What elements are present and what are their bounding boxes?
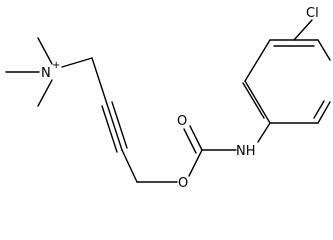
ring-bond-2 bbox=[244, 39, 271, 82]
ring-bond-5-inner bbox=[313, 100, 325, 119]
bond-n-methyl-upper bbox=[37, 37, 53, 65]
carbonyl-oxygen-label: O bbox=[177, 114, 187, 129]
chlorine-label: Cl bbox=[306, 6, 319, 21]
bond-ester-o-carbonyl bbox=[188, 149, 203, 177]
bond-ring-cl bbox=[293, 19, 313, 41]
bond-alkyne-triple-3 bbox=[111, 101, 128, 149]
bond-alkyne-triple-1 bbox=[106, 103, 123, 151]
amide-nh-label: NH bbox=[236, 144, 256, 159]
bond-carbonyl-double-2 bbox=[183, 128, 197, 154]
bond-carbonyl-double-1 bbox=[189, 125, 203, 151]
bond-nh-ring bbox=[257, 122, 271, 143]
ring-bond-5 bbox=[317, 101, 331, 124]
ring-bond-1-inner bbox=[242, 82, 265, 119]
structure-canvas: Cl N + NH O O bbox=[5, 6, 331, 189]
bond-n-ch2 bbox=[61, 57, 93, 68]
ring-bond-1 bbox=[244, 80, 271, 124]
ammonium-nitrogen-label: N bbox=[41, 66, 51, 81]
ring-bond-4 bbox=[317, 39, 331, 61]
bond-n-methyl-lower bbox=[37, 79, 53, 107]
ammonium-charge-label: + bbox=[52, 60, 60, 71]
bond-alkyne-triple-2 bbox=[101, 105, 118, 153]
bond-alkyne-ch2 bbox=[121, 149, 138, 183]
bond-ch2-alkyne bbox=[91, 57, 108, 105]
molecule-structure: Cl N + NH O O bbox=[5, 6, 331, 189]
ester-oxygen-label: O bbox=[178, 176, 188, 189]
